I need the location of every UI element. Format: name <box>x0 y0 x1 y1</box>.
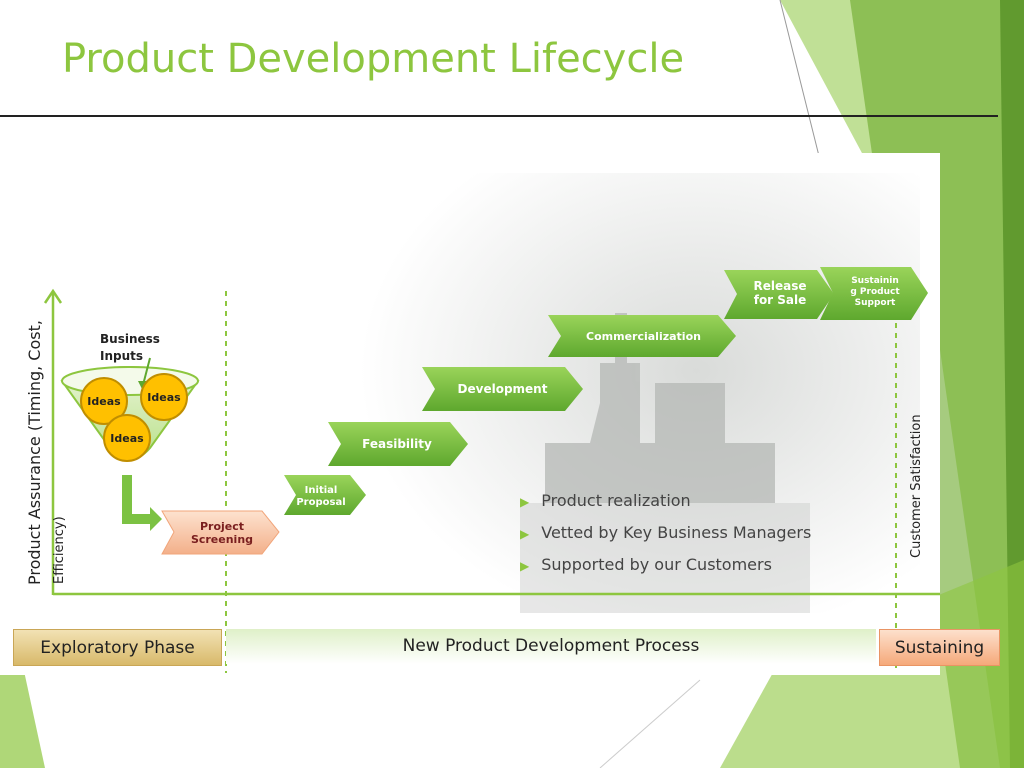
bullet-triangle-icon: ▶ <box>520 527 530 541</box>
bullet-item: ▶Supported by our Customers <box>520 555 772 574</box>
phase-npd-label: New Product Development Process <box>402 636 700 656</box>
y-axis-arrow <box>43 288 63 304</box>
step-project-screening <box>161 510 280 555</box>
commercialization-label: Commercialization <box>586 330 701 343</box>
phase-npd: New Product Development Process <box>226 629 876 664</box>
page-title: Product Development Lifecycle <box>62 36 685 82</box>
step-release <box>724 270 834 319</box>
development-label: Development <box>457 382 548 396</box>
y-axis-label: Product Assurance (Timing, Cost, <box>25 320 44 585</box>
inputs-pointer <box>142 357 151 386</box>
feasibility-label: Feasibility <box>362 437 432 451</box>
step-commercialization <box>548 315 736 357</box>
bullet-item: ▶Product realization <box>520 491 691 510</box>
diagram-graphics <box>43 173 968 673</box>
business-inputs-label: Business Inputs <box>100 332 160 363</box>
right-axis-label: Customer Satisfaction <box>909 414 924 558</box>
phase-sustaining: Sustaining <box>879 629 1000 666</box>
idea-circle: Ideas <box>80 377 128 425</box>
step-initial-proposal <box>284 475 366 515</box>
bullet-triangle-icon: ▶ <box>520 495 530 509</box>
diagram-panel <box>0 153 968 675</box>
step-development <box>422 367 583 411</box>
phase-exploratory: Exploratory Phase <box>13 629 222 666</box>
step-sustaining <box>820 267 928 320</box>
step-feasibility <box>328 422 468 466</box>
bullet-triangle-icon: ▶ <box>520 559 530 573</box>
title-divider <box>0 115 998 117</box>
funnel-output-arrow <box>122 475 162 531</box>
idea-circle: Ideas <box>103 414 151 462</box>
y-axis-label-cont: Efficiency) <box>52 516 67 584</box>
idea-circle: Ideas <box>140 373 188 421</box>
bullet-item: ▶Vetted by Key Business Managers <box>520 523 812 542</box>
